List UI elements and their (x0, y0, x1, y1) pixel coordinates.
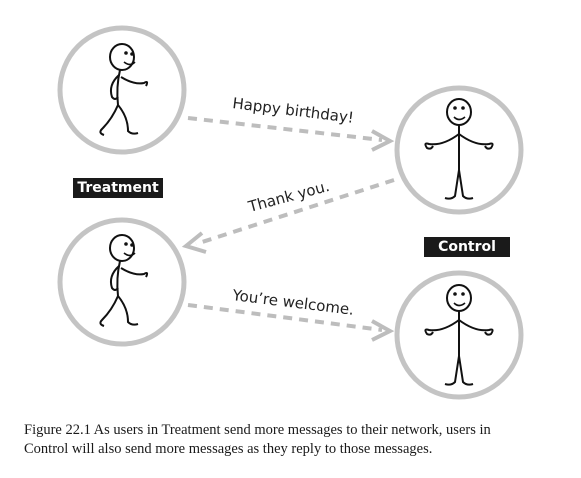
figure-caption: Figure 22.1 As users in Treatment send m… (24, 421, 564, 459)
control-user-bottom (394, 270, 524, 400)
message-thank-you: Thank you. (245, 177, 331, 216)
message-happy-birthday: Happy birthday! (232, 94, 355, 127)
arrow-thank-you (181, 178, 395, 254)
message-youre-welcome: You’re welcome. (231, 286, 355, 319)
arrow-welcome (187, 303, 395, 342)
caption-line-2: Control will also send more messages as … (24, 441, 433, 457)
treatment-user-bottom (57, 217, 187, 347)
control-user-top (394, 85, 524, 215)
treatment-label: Treatment (73, 178, 163, 198)
control-label: Control (424, 237, 510, 257)
caption-line-1: Figure 22.1 As users in Treatment send m… (24, 422, 491, 438)
treatment-user-top (57, 25, 187, 155)
arrow-birthday (187, 116, 395, 152)
